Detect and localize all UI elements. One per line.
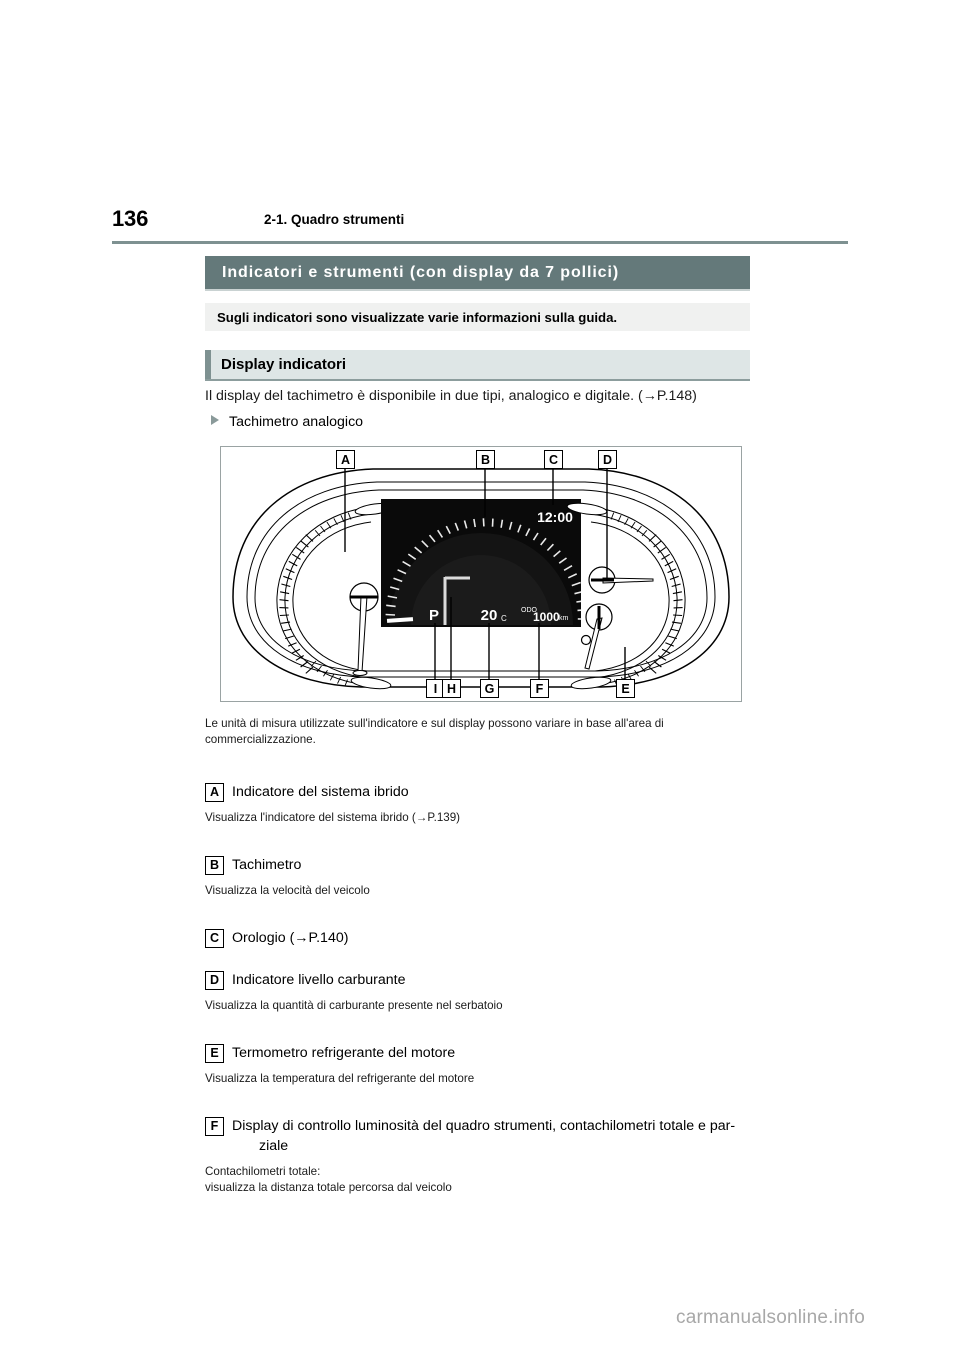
item-C-letter: C	[205, 929, 224, 948]
item-A-head: A Indicatore del sistema ibrido	[205, 782, 765, 802]
item-E-desc: Visualizza la temperatura del refrigeran…	[205, 1072, 475, 1085]
cluster-temp-unit-text: C	[501, 614, 507, 623]
cluster-odometer-unit-text: km	[559, 615, 569, 622]
item-A-desc: Visualizza l'indicatore del sistema ibri…	[205, 811, 461, 824]
item-A: A Indicatore del sistema ibrido Visualiz…	[205, 782, 765, 826]
subsection-title: Display indicatori	[221, 356, 347, 373]
item-E-head: E Termometro refrigerante del motore	[205, 1043, 765, 1063]
item-F-desc: Contachilometri totale: visualizza la di…	[205, 1164, 790, 1196]
cluster-shift-text: P	[429, 607, 439, 624]
intro-paragraph: Il display del tachimetro è disponibile …	[205, 388, 697, 404]
item-D-desc: Visualizza la quantità di carburante pre…	[205, 999, 503, 1012]
section-title-bar: Indicatori e strumenti (con display da 7…	[205, 256, 750, 289]
cluster-clock-text: 12:00	[537, 509, 573, 525]
item-F-desc-line2: visualizza la distanza totale percorsa d…	[205, 1181, 452, 1194]
header-divider	[112, 241, 848, 244]
item-C: C Orologio (→P.140)	[205, 928, 765, 948]
page-number: 136	[112, 206, 149, 231]
item-C-title: Orologio (→P.140)	[232, 930, 349, 946]
running-head-title: 2-1. Quadro strumenti	[264, 212, 405, 227]
figure-caption: Le unità di misura utilizzate sull'indic…	[205, 717, 664, 746]
triangle-bullet-icon	[211, 415, 219, 425]
item-A-title: Indicatore del sistema ibrido	[232, 784, 409, 800]
item-B-letter: B	[205, 856, 224, 875]
subsection-header: Display indicatori	[205, 350, 750, 379]
cluster-odometer-text: 1000	[533, 610, 560, 624]
item-F-desc-line1: Contachilometri totale:	[205, 1165, 321, 1178]
item-E-letter: E	[205, 1044, 224, 1063]
item-D: D Indicatore livello carburante Visualiz…	[205, 970, 765, 1014]
item-C-head: C Orologio (→P.140)	[205, 928, 765, 948]
instrument-cluster-illustration: 12:00 P 20 C ODO 1000 km	[232, 463, 730, 693]
lead-info-box: Sugli indicatori sono visualizzate varie…	[205, 303, 750, 331]
cluster-temp-text: 20	[481, 607, 498, 624]
item-F: F Display di controllo luminosità del qu…	[205, 1116, 790, 1196]
item-D-title: Indicatore livello carburante	[232, 972, 406, 988]
item-F-letter: F	[205, 1117, 224, 1136]
item-B: B Tachimetro Visualizza la velocità del …	[205, 855, 765, 899]
item-D-head: D Indicatore livello carburante	[205, 970, 765, 990]
item-A-letter: A	[205, 783, 224, 802]
section-title: Indicatori e strumenti (con display da 7…	[222, 263, 620, 281]
running-head: 136 2-1. Quadro strumenti	[112, 206, 848, 240]
item-B-head: B Tachimetro	[205, 855, 765, 875]
item-E-title: Termometro refrigerante del motore	[232, 1045, 456, 1061]
item-D-letter: D	[205, 971, 224, 990]
item-F-head: F Display di controllo luminosità del qu…	[205, 1116, 790, 1156]
item-B-desc: Visualizza la velocità del veicolo	[205, 884, 370, 897]
instrument-cluster-figure: 12:00 P 20 C ODO 1000 km	[220, 446, 742, 702]
subsection-accent-bar	[205, 350, 211, 379]
bullet-label: Tachimetro analogico	[229, 414, 364, 430]
item-F-title-line1: Display di controllo luminosità del quad…	[232, 1118, 736, 1134]
site-watermark: carmanualsonline.info	[676, 1307, 866, 1328]
item-F-title-line2: ziale	[259, 1138, 289, 1154]
bullet-item-analog-speedometer: Tachimetro analogico	[205, 414, 745, 430]
lead-info-text: Sugli indicatori sono visualizzate varie…	[217, 309, 618, 325]
item-F-title: Display di controllo luminosità del quad…	[232, 1116, 790, 1156]
cluster-odo-label-text: ODO	[521, 607, 538, 614]
item-B-title: Tachimetro	[232, 857, 302, 873]
item-E: E Termometro refrigerante del motore Vis…	[205, 1043, 765, 1087]
